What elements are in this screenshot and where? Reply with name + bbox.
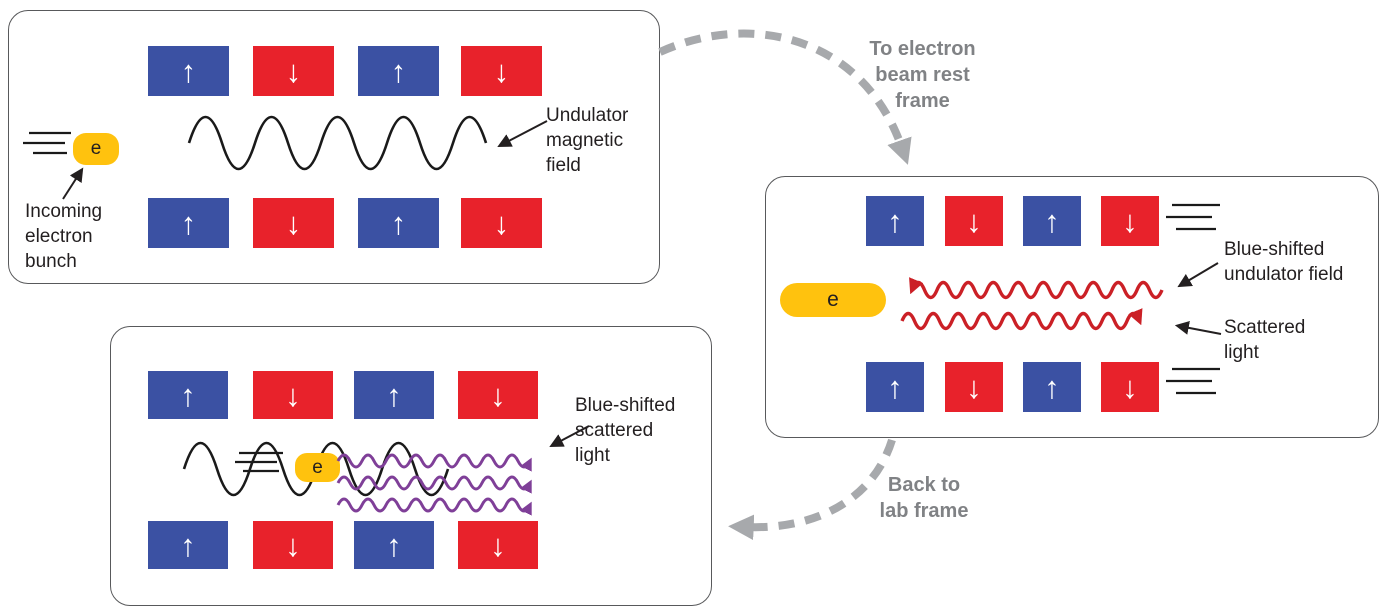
undulator-magnet: ↑ [1023,196,1081,246]
blue-shifted-scattered-label: Blue-shifted scattered light [575,395,676,467]
pointer-arrow-icon [497,120,548,147]
electron-bunch: e [295,453,340,482]
undulator-magnet: ↓ [458,371,538,419]
undulator-magnet: ↑ [354,371,434,419]
back-to-lab-label: Back to lab frame [879,474,969,522]
pointer-arrow-icon [62,167,84,200]
polarity-arrow-icon: ↑ [390,205,407,241]
panel-lab-frame-initial: ↑ ↓ ↑ ↓ ↑ ↓ ↑ ↓ e Undulator magnetic fie… [8,10,660,284]
polarity-arrow-icon: ↓ [966,369,982,405]
polarity-arrow-icon: ↓ [493,205,510,241]
speed-lines-icon [1166,367,1220,395]
undulator-magnet: ↓ [253,371,333,419]
undulator-magnet: ↓ [253,198,334,248]
undulator-magnet: ↓ [461,46,542,96]
wavy-arrow-right [336,475,532,494]
electron-label: e [90,138,102,159]
polarity-arrow-icon: ↑ [180,205,197,241]
undulator-magnet: ↑ [354,521,434,569]
sine-wave-path [187,115,488,171]
polarity-arrow-icon: ↓ [493,53,510,89]
undulator-magnet: ↓ [458,521,538,569]
polarity-arrow-icon: ↓ [1122,203,1138,239]
undulator-magnet: ↑ [148,46,229,96]
pointer-arrow-icon [1174,320,1222,335]
undulator-magnet: ↑ [866,196,924,246]
electron-label: e [312,456,323,478]
undulator-magnet: ↓ [945,362,1003,412]
polarity-arrow-icon: ↑ [180,53,197,89]
incoming-bunch-label: Incoming electron bunch [25,201,103,273]
polarity-arrow-icon: ↓ [490,527,506,563]
undulator-magnet: ↑ [148,198,229,248]
polarity-arrow-icon: ↓ [1122,369,1138,405]
polarity-arrow-icon: ↓ [285,377,301,413]
polarity-arrow-icon: ↑ [386,527,402,563]
speed-lines-icon [235,451,283,473]
wavy-arrow-left [909,277,1164,300]
undulator-magnet: ↓ [461,198,542,248]
polarity-arrow-icon: ↓ [490,377,506,413]
wavy-arrow-right [336,497,532,516]
polarity-arrow-icon: ↑ [390,53,407,89]
blue-shifted-field-label: Blue-shifted undulator field [1224,239,1344,286]
polarity-arrow-icon: ↑ [1044,369,1060,405]
undulator-magnet: ↓ [1101,196,1159,246]
polarity-arrow-icon: ↓ [285,205,302,241]
back-to-lab-arrow [728,438,896,541]
undulator-magnet: ↑ [148,521,228,569]
speed-lines-icon [23,131,71,155]
speed-lines-icon [1166,203,1220,231]
polarity-arrow-icon: ↑ [887,369,903,405]
polarity-arrow-icon: ↓ [966,203,982,239]
undulator-magnet: ↓ [1101,362,1159,412]
wavy-arrow-right [336,453,532,472]
polarity-arrow-icon: ↑ [180,527,196,563]
blue-shifted-field-wave [909,277,1164,300]
undulator-magnet: ↑ [148,371,228,419]
undulator-magnet: ↑ [358,198,439,248]
pointer-arrow-icon [549,425,590,447]
scattered-light-wave [900,308,1143,331]
electron-bunch: e [780,283,886,317]
undulator-magnet: ↓ [253,46,334,96]
polarity-arrow-icon: ↑ [386,377,402,413]
electron-label: e [827,288,839,311]
panel-lab-frame-final: ↑ ↓ ↑ ↓ ↑ ↓ ↑ ↓ e Blue-shifted [110,326,712,606]
polarity-arrow-icon: ↑ [1044,203,1060,239]
wavy-arrow-right [900,308,1143,331]
polarity-arrow-icon: ↑ [180,377,196,413]
undulator-magnet: ↑ [1023,362,1081,412]
undulator-field-label: Undulator magnetic field [546,105,629,177]
polarity-arrow-icon: ↑ [887,203,903,239]
undulator-field-wave [187,115,488,171]
polarity-arrow-icon: ↓ [285,53,302,89]
undulator-magnet: ↑ [358,46,439,96]
undulator-magnet: ↓ [253,521,333,569]
undulator-magnet: ↑ [866,362,924,412]
polarity-arrow-icon: ↓ [285,527,301,563]
pointer-arrow-icon [1177,262,1219,288]
panel-rest-frame: ↑ ↓ ↑ ↓ ↑ ↓ ↑ ↓ e [765,176,1379,438]
to-rest-frame-label: To electron beam rest frame [869,38,976,112]
undulator-magnet: ↓ [945,196,1003,246]
electron-bunch: e [73,133,119,165]
blue-shifted-scattered-waves [336,453,532,516]
scattered-light-label: Scattered light [1224,317,1306,364]
